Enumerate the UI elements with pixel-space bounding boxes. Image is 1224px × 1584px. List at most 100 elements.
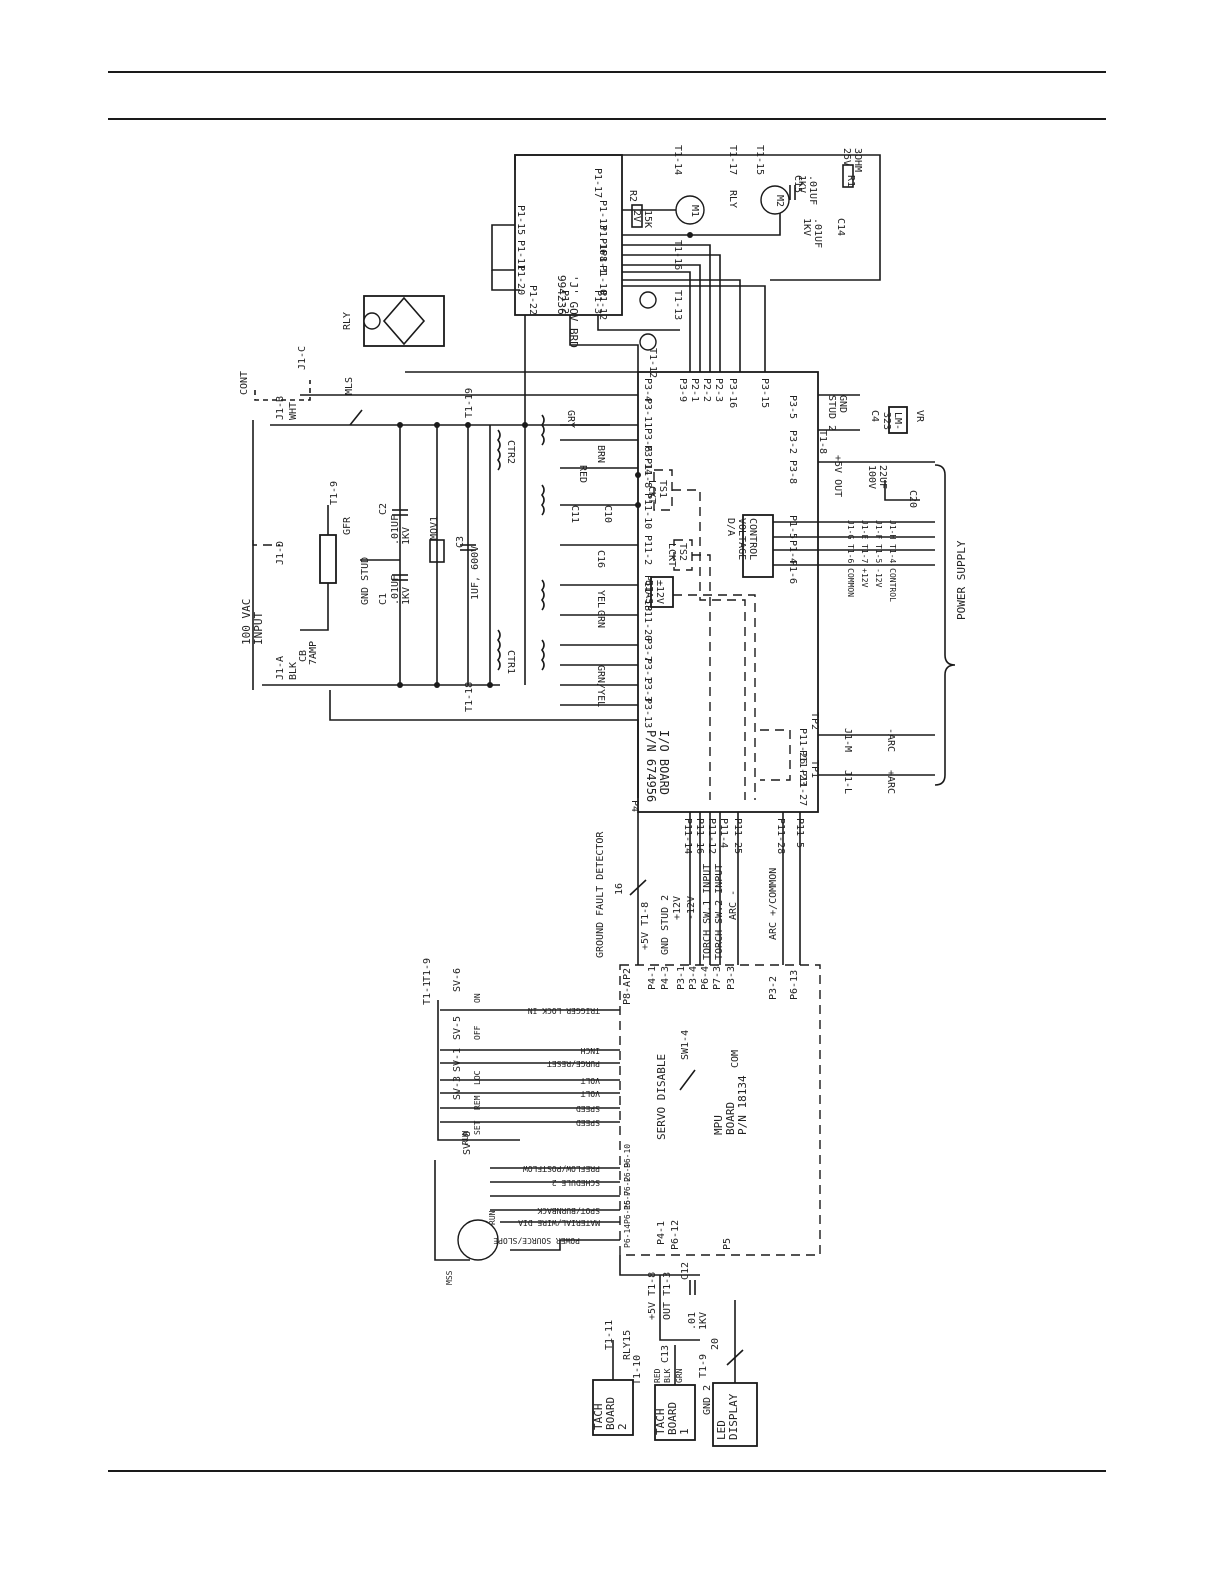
p3-3b-label: P3-3 (726, 966, 737, 990)
torch-sw1-label: TORCH SW.1 INPUT (702, 864, 713, 960)
red2-label: RED (653, 1368, 662, 1383)
p5-line (619, 1255, 700, 1276)
p11-12-label: P11-12 (706, 818, 717, 854)
ts2-dash (692, 554, 711, 800)
gfr-label: GFR (342, 516, 353, 535)
gfr-box (319, 534, 337, 584)
p6-7-label: P6-7 (623, 1191, 632, 1210)
switch-common (437, 1000, 520, 1141)
p11-25-label: P11-25 (732, 818, 743, 854)
ctl-common-label: J1-G T1-6 COMMON (846, 520, 855, 597)
p4-3-label: P4-3 (660, 966, 671, 990)
p1-17-line (514, 154, 881, 281)
led-slash (726, 1349, 744, 1366)
purge-label: PURGE/RESET (547, 1059, 600, 1068)
gry-label: GRY (565, 410, 576, 428)
control-voltage-label: CONTROLVOLTAGED/A (725, 518, 758, 560)
run-label: RUN (461, 1130, 470, 1145)
p2-2-label: P2-2 (701, 378, 712, 402)
r1-val: 3OHM25V (841, 148, 863, 172)
cb-line (329, 690, 639, 798)
p3-6-label: P3-6 (642, 428, 653, 452)
t1-9c-label: T1-9 (698, 1354, 709, 1378)
sv8-label: SV-8 (462, 1131, 473, 1155)
r2-resistor (631, 204, 643, 228)
m1-motor (675, 195, 705, 225)
gov-wire-b (622, 244, 711, 372)
junction-dot-6 (434, 682, 440, 688)
gov-p1-2 (569, 315, 639, 372)
m1-label: M1 (689, 205, 700, 217)
p3-7-label: P3-7 (642, 638, 653, 662)
sv5-label: SV-5 (452, 1016, 463, 1040)
power-supply-label: POWER SUPPLY (955, 540, 968, 620)
bridge-rectifier (382, 296, 426, 346)
off-label: OFF (473, 1025, 482, 1040)
minus-arc-label: -ARC (885, 728, 896, 752)
p3-16-label: P3-16 (727, 378, 738, 408)
speed1-label: SPEED (576, 1104, 600, 1113)
ctr1-coil (496, 629, 501, 671)
lm-label: LM-323 (881, 412, 903, 430)
p1-4-label: P1-4 (787, 540, 798, 564)
c20-label: C20 (907, 490, 918, 508)
p1-3-label: P1-3 (592, 290, 603, 314)
blk2-label: BLK (663, 1368, 672, 1383)
p3-2b-label: P3-2 (768, 976, 779, 1000)
p6-13-label: P6-13 (789, 970, 800, 1000)
bias-label: ±12VBIAS (643, 580, 665, 604)
ctr2-coil (496, 429, 501, 471)
plus-arc-label: +ARC (885, 770, 896, 794)
t1-9b-label: T1-9 (422, 958, 433, 982)
rly15-label: RLY15 (622, 1330, 633, 1360)
p1-20-label: P1-20 (515, 265, 526, 295)
bottom-rule (108, 1470, 1106, 1472)
p4-1b-label: P4-1 (656, 1221, 667, 1245)
p1-6-label: P1-6 (787, 560, 798, 584)
c11-label: C11 (569, 505, 580, 523)
volt1-label: VOLT (581, 1076, 600, 1085)
t1-13-label: T1-13 (672, 290, 683, 320)
grn-yel-label: GRN/YEL (595, 665, 606, 707)
gov-wire-c (622, 254, 721, 372)
c12-label: C12 (680, 1262, 691, 1280)
loc-label: LOC (473, 1070, 482, 1085)
j1m-label: J1-M (842, 728, 853, 752)
t1-11b-label: T1-11 (604, 1320, 615, 1350)
p6-14-label: P6-14 (623, 1224, 632, 1248)
p1-16-label: P1-16 (597, 225, 608, 255)
cb-rating-label: 7AMP (308, 641, 319, 665)
t1-18-label: T1-18 (464, 682, 475, 712)
tach2-label: TACHBOARD2 (592, 1397, 629, 1430)
xfmr-10v (540, 639, 545, 671)
ts2-label: TS2LCKT (666, 543, 688, 567)
brn-label: BRN (595, 445, 606, 463)
junction-dot-2 (434, 422, 440, 428)
p1-10-label: P1-10 (597, 265, 608, 295)
junction-dot-3 (465, 422, 471, 428)
spot-label: SPOT/BURNBACK (537, 1206, 600, 1215)
p6-2-label: P6-2 (623, 1177, 632, 1196)
c15-val: .01UF1KV (796, 175, 818, 205)
minus12v-label: -12V (686, 896, 697, 920)
gnd-stud2-label: GNDSTUD 2 (826, 395, 848, 431)
junction-dot-9 (635, 502, 641, 508)
mov1-label: MOV1 (429, 516, 440, 540)
junction-dot-7 (487, 682, 493, 688)
r2-val: 15K2V (631, 210, 653, 228)
gas-valve-2 (639, 333, 657, 351)
p3-14-label: P3-14 (642, 445, 653, 475)
gov-wire-e (622, 271, 691, 372)
p2-3-label: P2-3 (713, 378, 724, 402)
rly-coil (363, 312, 381, 330)
c3-label: C3 (455, 536, 466, 548)
p6-9-label: P6-9 (623, 1163, 632, 1182)
gfd-label: GROUND FAULT DETECTOR (595, 831, 606, 958)
t1-15-label: T1-15 (754, 145, 765, 175)
rly-mid-label: RLY (727, 190, 738, 208)
p3-1-label: P3-1 (642, 658, 653, 682)
p11-27-label: P11-27 (797, 770, 808, 806)
on-label: ON (473, 993, 482, 1003)
p1-1-label: P1-1 (597, 250, 608, 274)
